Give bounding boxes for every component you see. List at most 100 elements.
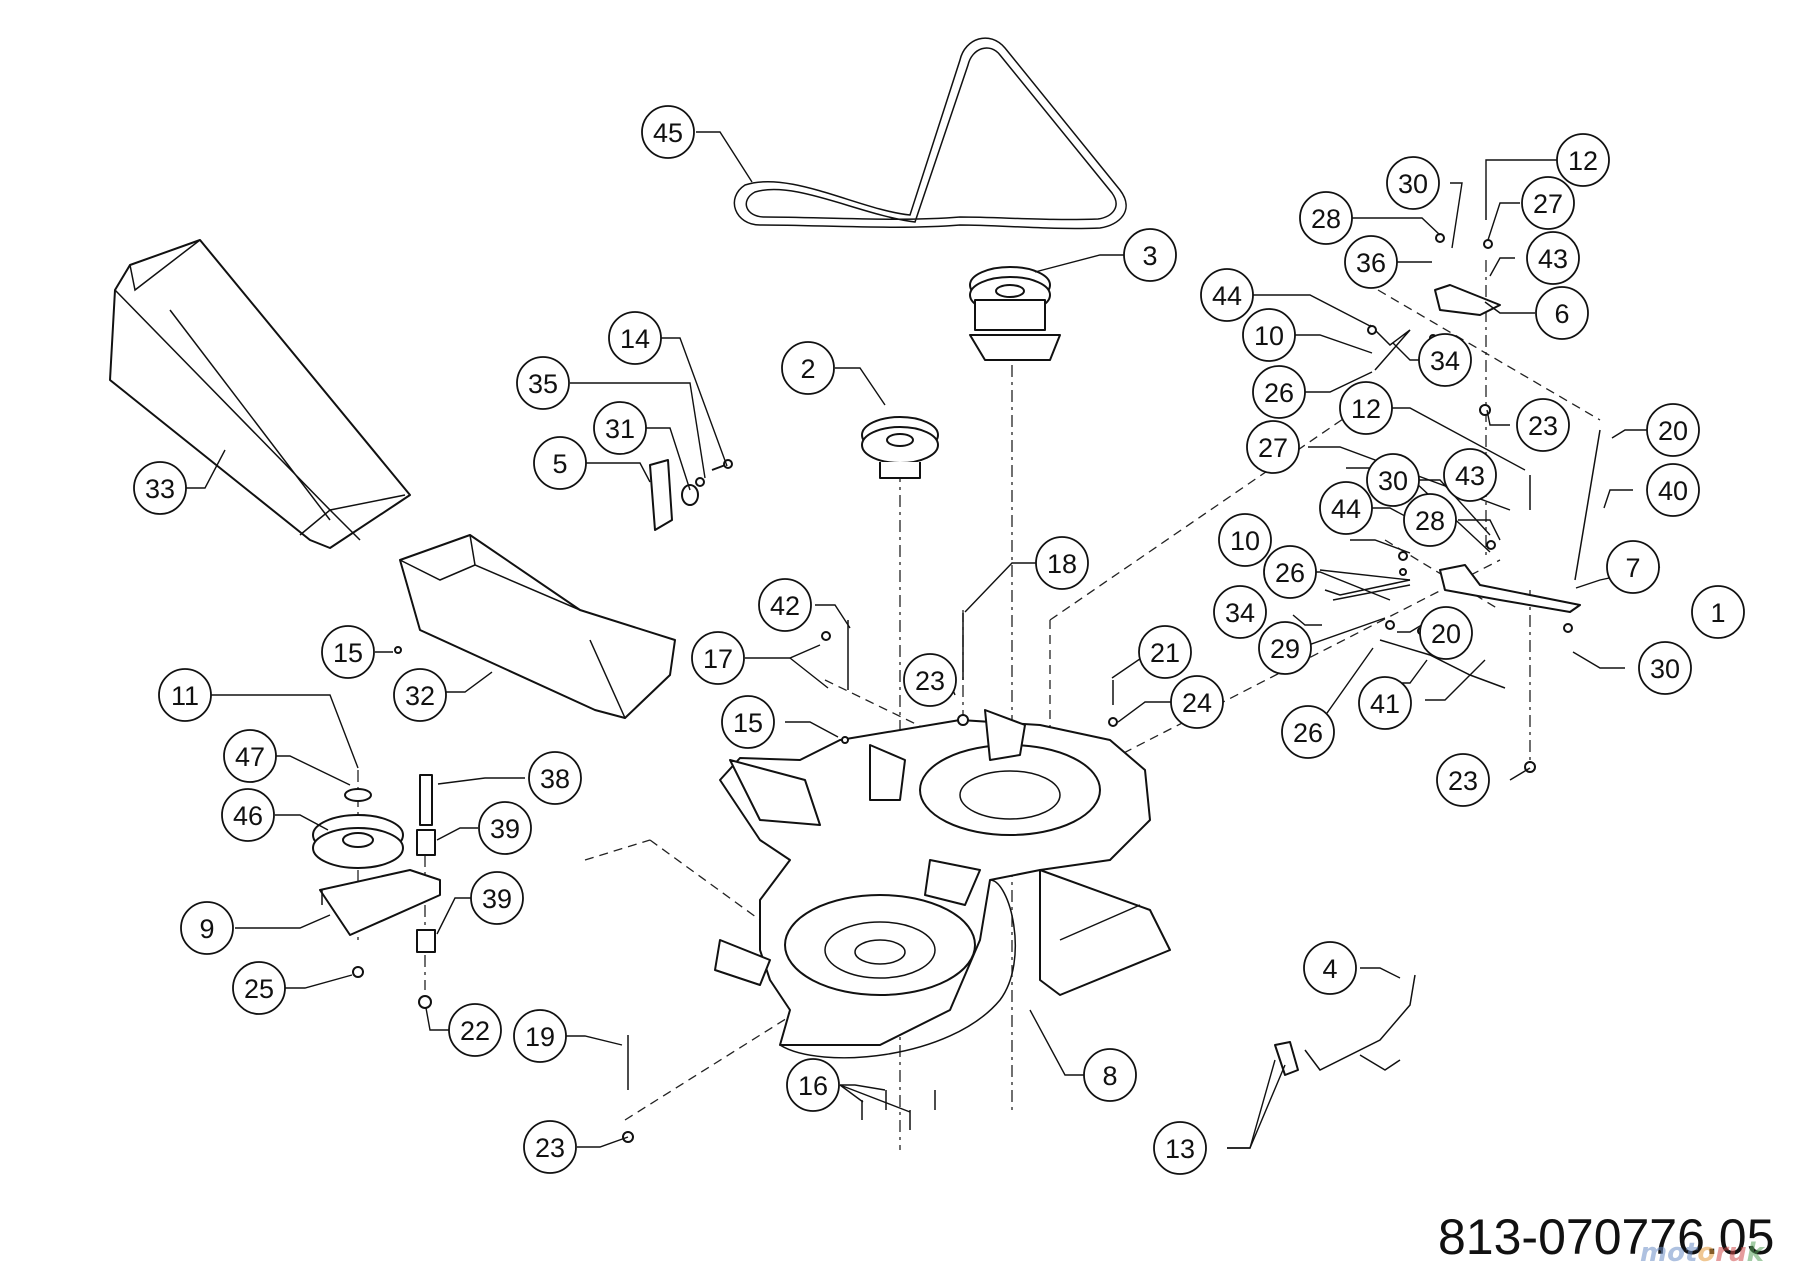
callout-circle xyxy=(1358,676,1412,730)
callout-label: 27 xyxy=(1258,433,1288,463)
callout-c10b: 10 xyxy=(1218,513,1272,567)
callout-circle xyxy=(221,788,275,842)
callout-circle xyxy=(158,668,212,722)
callout-label: 23 xyxy=(1448,766,1478,796)
callout-c20a: 20 xyxy=(1646,403,1700,457)
callout-circle xyxy=(1386,156,1440,210)
callout-label: 23 xyxy=(1528,411,1558,441)
callout-label: 47 xyxy=(235,742,265,772)
callout-c33: 33 xyxy=(133,461,187,515)
callout-circle xyxy=(1344,235,1398,289)
callout-circle xyxy=(1035,536,1089,590)
callout-circle xyxy=(1403,493,1457,547)
spindle-pulley-3 xyxy=(969,266,1061,361)
callout-circle xyxy=(1443,448,1497,502)
callout-c23d: 23 xyxy=(523,1120,577,1174)
callout-c39b: 39 xyxy=(470,871,524,925)
watermark-logo: motoruk xyxy=(1640,1238,1764,1268)
callout-label: 39 xyxy=(482,884,512,914)
callout-circle xyxy=(1213,585,1267,639)
callout-circle xyxy=(223,729,277,783)
callout-c21: 21 xyxy=(1138,625,1192,679)
watermark-part: k xyxy=(1746,1238,1764,1268)
callout-c3: 3 xyxy=(1123,228,1177,282)
lever-rod-4 xyxy=(1274,974,1416,1076)
callout-c46: 46 xyxy=(221,788,275,842)
callout-c26c: 26 xyxy=(1281,705,1335,759)
callout-label: 24 xyxy=(1182,688,1212,718)
callout-c24: 24 xyxy=(1170,675,1224,729)
callout-label: 9 xyxy=(199,914,214,944)
callout-label: 42 xyxy=(770,591,800,621)
callout-label: 5 xyxy=(552,449,567,479)
callout-circle xyxy=(641,105,695,159)
callout-circle xyxy=(691,631,745,685)
callout-label: 40 xyxy=(1658,476,1688,506)
callout-circle xyxy=(1153,1121,1207,1175)
callout-c5: 5 xyxy=(533,436,587,490)
callout-c36: 36 xyxy=(1344,235,1398,289)
callout-circle xyxy=(470,871,524,925)
callout-circle xyxy=(1303,941,1357,995)
callout-label: 23 xyxy=(535,1133,565,1163)
callout-label: 28 xyxy=(1311,204,1341,234)
callout-c13: 13 xyxy=(1153,1121,1207,1175)
callout-circle xyxy=(1606,540,1660,594)
callout-label: 46 xyxy=(233,801,263,831)
callout-c30a: 30 xyxy=(1386,156,1440,210)
deflector-32 xyxy=(399,534,676,719)
callout-c1: 1 xyxy=(1691,585,1745,639)
callout-label: 44 xyxy=(1331,494,1361,524)
lift-linkage xyxy=(1324,284,1601,689)
callout-c43b: 43 xyxy=(1443,448,1497,502)
callout-label: 26 xyxy=(1293,718,1323,748)
callout-c35: 35 xyxy=(516,356,570,410)
callout-circle xyxy=(721,695,775,749)
callout-circle xyxy=(758,578,812,632)
callout-c34a: 34 xyxy=(1418,333,1472,387)
callout-circle xyxy=(513,1009,567,1063)
callout-c19: 19 xyxy=(513,1009,567,1063)
callout-c27a: 27 xyxy=(1521,176,1575,230)
callout-label: 33 xyxy=(145,474,175,504)
callout-circle xyxy=(232,961,286,1015)
idler-arm-9 xyxy=(312,774,441,953)
callout-circle xyxy=(608,311,662,365)
callout-c12a: 12 xyxy=(1556,133,1610,187)
callout-c14: 14 xyxy=(608,311,662,365)
callout-circle xyxy=(1535,286,1589,340)
callout-c43a: 43 xyxy=(1526,231,1580,285)
callout-label: 15 xyxy=(333,638,363,668)
callout-c6: 6 xyxy=(1535,286,1589,340)
callout-circle xyxy=(1138,625,1192,679)
callout-c23b: 23 xyxy=(1436,753,1490,807)
callout-c30b: 30 xyxy=(1366,453,1420,507)
callout-circle xyxy=(516,356,570,410)
callout-label: 4 xyxy=(1322,954,1337,984)
callout-circle xyxy=(1521,176,1575,230)
callout-circle xyxy=(903,653,957,707)
callout-circle xyxy=(1123,228,1177,282)
callout-circle xyxy=(593,401,647,455)
callout-c28b: 28 xyxy=(1403,493,1457,547)
callout-label: 30 xyxy=(1398,169,1428,199)
callout-c20b: 20 xyxy=(1419,606,1473,660)
callout-label: 16 xyxy=(798,1071,828,1101)
callout-circle xyxy=(393,668,447,722)
callout-c30c: 30 xyxy=(1638,641,1692,695)
callout-label: 20 xyxy=(1431,619,1461,649)
callout-c23c: 23 xyxy=(903,653,957,707)
callout-circle xyxy=(1258,621,1312,675)
callout-circle xyxy=(180,901,234,955)
callout-c45: 45 xyxy=(641,105,695,159)
callout-circle xyxy=(1218,513,1272,567)
callout-circle xyxy=(1281,705,1335,759)
callout-c44a: 44 xyxy=(1200,268,1254,322)
callout-circle xyxy=(1246,420,1300,474)
watermark-part: o xyxy=(1697,1238,1716,1268)
callout-c32: 32 xyxy=(393,668,447,722)
callout-c16: 16 xyxy=(786,1058,840,1112)
discharge-chute-33 xyxy=(109,239,411,549)
callout-label: 8 xyxy=(1102,1061,1117,1091)
